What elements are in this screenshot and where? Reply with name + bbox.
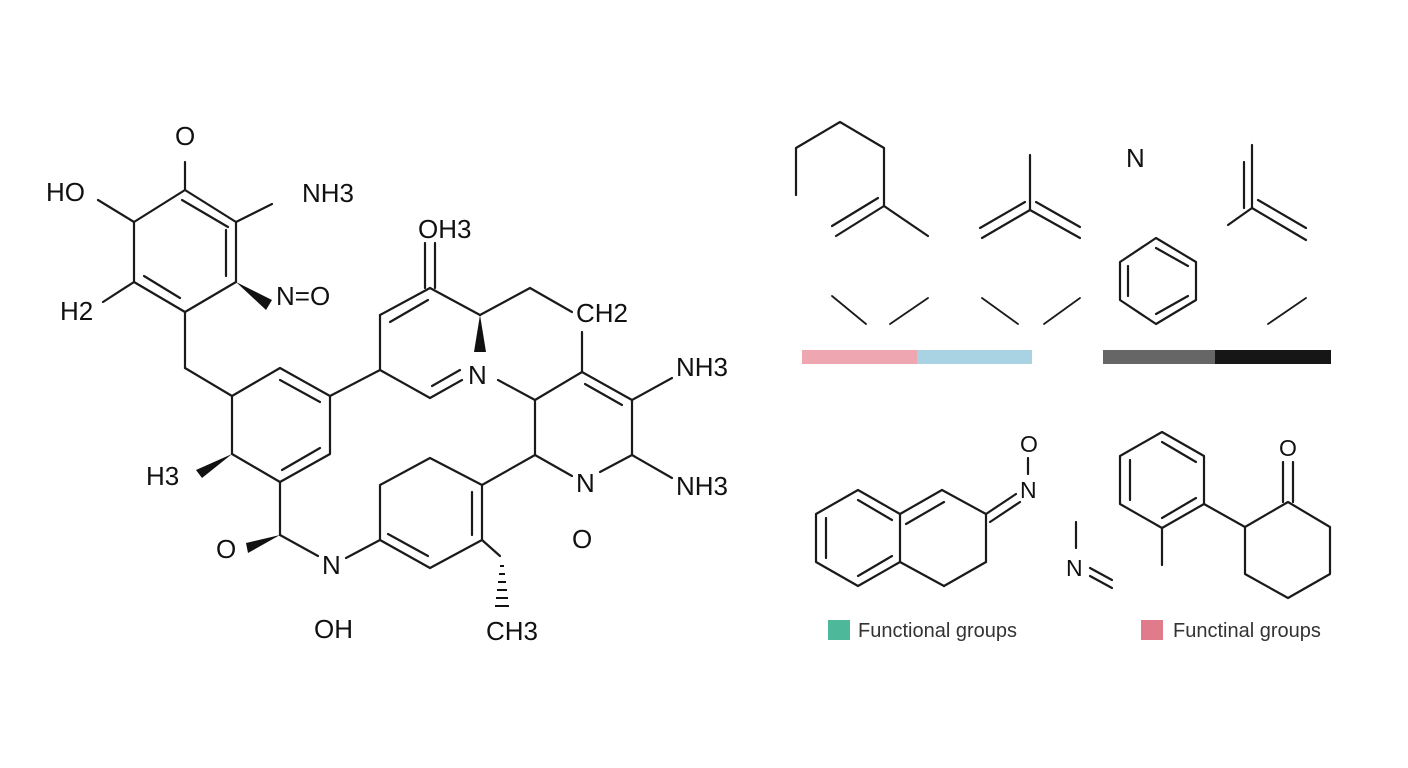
fragments-panel: N <box>794 120 1332 642</box>
fragment-v-5 <box>1267 297 1307 325</box>
legend: Functional groups Functinal groups <box>828 620 1321 642</box>
hashed-bond <box>495 565 509 607</box>
atom-o-top: O <box>175 121 195 151</box>
atom-ch3-bottom: CH3 <box>486 616 538 646</box>
atom-o-oxide: O <box>572 524 592 554</box>
atom-nh3-top: NH3 <box>302 178 354 208</box>
oxime-n-label: N <box>1020 477 1037 503</box>
legend-swatch-2 <box>1141 620 1163 640</box>
main-structure: O HO NH3 H2 N=O OH3 CH2 N NH3 NH3 H3 N O… <box>46 121 728 646</box>
ring-central <box>196 366 382 537</box>
color-bar-right <box>1103 350 1331 364</box>
fragment-v-1 <box>831 295 867 325</box>
fragment-benzene-small <box>1118 236 1198 326</box>
fragment-n-label: N <box>1126 143 1145 173</box>
atom-oh-bottom: OH <box>314 614 353 644</box>
legend-label-2: Functinal groups <box>1173 620 1321 642</box>
fragment-v-3 <box>981 297 1019 325</box>
legend-label-1: Functional groups <box>858 620 1017 642</box>
ketone-o-label: O <box>1279 435 1297 461</box>
fragment-methylidene <box>978 153 1082 240</box>
wedge-bond <box>246 535 280 553</box>
wedge-bond <box>196 454 232 478</box>
color-bar-left <box>802 350 1032 364</box>
atom-o-left: O <box>216 534 236 564</box>
ring-pyridine <box>480 330 674 487</box>
atom-n-amine: N <box>322 550 341 580</box>
atom-ch2: CH2 <box>576 298 628 328</box>
color-bar-left-segment-1 <box>802 350 917 364</box>
color-bar-right-segment-1 <box>1103 350 1215 364</box>
atom-n-oxide: N <box>576 468 595 498</box>
atom-n-eq-o: N=O <box>276 281 330 311</box>
oxime-o-label: O <box>1020 431 1038 457</box>
imine-n-label: N <box>1066 555 1083 581</box>
ring-dihydropyridine <box>378 241 574 400</box>
atom-oh3: OH3 <box>418 214 471 244</box>
atom-n-ring: N <box>468 360 487 390</box>
fragment-v-2 <box>889 297 929 325</box>
ring-cyclohexene <box>246 456 509 607</box>
fragment-imine <box>1074 520 1114 590</box>
fragment-allene <box>1226 143 1308 242</box>
atom-h2: H2 <box>60 296 93 326</box>
color-bar-right-segment-2 <box>1215 350 1331 364</box>
fragment-alkene-chain <box>794 120 930 238</box>
atom-h3: H3 <box>146 461 179 491</box>
wedge-bond <box>474 315 486 352</box>
color-bar-left-segment-2 <box>917 350 1032 364</box>
fragment-v-4 <box>1043 297 1081 325</box>
atom-nh3-right-lower: NH3 <box>676 471 728 501</box>
ring-phenol <box>96 160 274 398</box>
atom-ho: HO <box>46 177 85 207</box>
legend-swatch-1 <box>828 620 850 640</box>
wedge-bond <box>236 282 272 310</box>
fragment-tetralone-oxime <box>814 456 1030 588</box>
fragment-phenyl-cyclohexanone <box>1118 430 1332 600</box>
atom-nh3-right-upper: NH3 <box>676 352 728 382</box>
